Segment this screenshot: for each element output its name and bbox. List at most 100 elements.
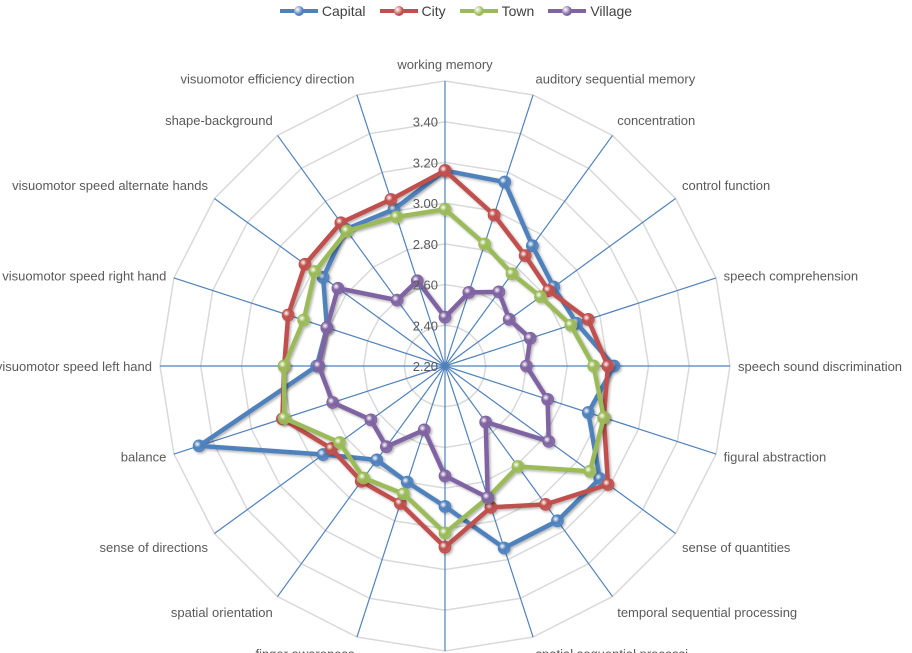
data-point-city (581, 313, 595, 326)
legend-label: Village (590, 3, 633, 19)
legend-item-capital: Capital (279, 3, 366, 19)
legend-label: City (421, 3, 446, 19)
axis-spoke (356, 94, 446, 367)
tick-label: 2.60 (413, 278, 438, 293)
data-point-capital (370, 453, 384, 467)
axis-spoke (276, 135, 446, 367)
legend-swatch (548, 6, 587, 16)
tick-label: 3.40 (413, 115, 438, 130)
data-point-city (438, 540, 452, 554)
category-label: sense of directions (100, 540, 209, 555)
data-point-village (492, 285, 506, 299)
data-point-city (539, 497, 552, 511)
category-label: figural abstraction (724, 450, 827, 465)
data-point-city (487, 208, 501, 222)
data-point-capital (551, 514, 564, 528)
data-point-village (520, 359, 533, 373)
category-label: speech comprehension (724, 268, 858, 283)
legend-swatch (459, 6, 498, 16)
data-point-village (410, 274, 424, 288)
data-point-town (340, 224, 354, 238)
legend-label: Town (501, 3, 535, 19)
data-point-village (390, 293, 404, 307)
legend: Capital City Town Village (0, 3, 912, 19)
data-point-village (379, 440, 393, 454)
category-label: shape-background (165, 113, 273, 128)
data-point-village (312, 359, 326, 373)
data-point-town (297, 313, 311, 327)
category-label: finger awareness (255, 647, 354, 653)
category-label: visuomotor efficiency direction (181, 71, 355, 86)
data-point-city (601, 478, 615, 491)
category-label: concentration (617, 113, 695, 128)
data-point-capital (525, 239, 539, 253)
legend-item-village: Village (548, 3, 632, 19)
legend-item-town: Town (459, 3, 535, 19)
data-point-village (502, 312, 516, 326)
data-point-town (583, 464, 597, 478)
data-point-town (564, 318, 578, 332)
data-point-capital (400, 475, 414, 489)
data-point-town (438, 202, 452, 216)
data-point-town (597, 411, 611, 424)
data-point-city (281, 308, 295, 322)
axis-spoke (444, 197, 676, 367)
tick-labels: 2.202.402.602.803.003.203.40 (413, 115, 438, 374)
series-group (192, 164, 621, 555)
axis-spoke (444, 365, 614, 597)
category-label: temporal sequential processing (617, 605, 797, 620)
category-label: working memory (396, 57, 493, 72)
data-point-town (438, 526, 452, 540)
data-point-city (518, 249, 532, 263)
axis-spoke (173, 365, 446, 455)
tick-label: 3.00 (413, 196, 438, 211)
axis-spoke (444, 365, 717, 455)
category-labels: working memory auditory sequential memory… (0, 57, 902, 653)
tick-label: 3.20 (413, 155, 438, 170)
data-point-village (331, 281, 345, 295)
data-point-town (397, 487, 410, 501)
tick-label: 2.20 (413, 359, 438, 374)
data-point-town (277, 359, 291, 373)
data-point-capital (497, 541, 511, 555)
data-point-town (511, 460, 525, 473)
data-point-village (523, 331, 537, 345)
data-point-village (481, 491, 495, 505)
data-point-village (364, 413, 378, 427)
category-label: auditory sequential memory (536, 71, 696, 86)
data-point-town (587, 359, 601, 373)
legend-swatch (379, 6, 418, 16)
data-point-town (333, 436, 346, 449)
data-point-town (478, 237, 492, 251)
data-point-village (326, 396, 340, 409)
data-point-town (505, 267, 519, 281)
axis-spoke (444, 365, 676, 535)
data-point-town (390, 210, 403, 224)
tick-label: 2.40 (413, 318, 438, 333)
category-label: visuomotor speed left hand (0, 359, 152, 374)
category-label: visuomotor speed right hand (2, 268, 166, 283)
axis-spoke (214, 197, 446, 367)
category-label: visuomotor speed alternate hands (12, 178, 208, 193)
data-point-village (479, 415, 493, 429)
category-label: control function (682, 178, 770, 193)
legend-swatch (279, 6, 318, 16)
data-point-village (541, 392, 555, 406)
data-point-capital (581, 406, 595, 419)
data-point-town (308, 265, 322, 278)
category-label: balance (121, 450, 167, 465)
category-label: spatial sequential processi (536, 647, 689, 653)
data-point-town (277, 411, 291, 425)
data-point-city (438, 164, 452, 177)
data-point-capital (498, 175, 512, 189)
data-point-village (438, 469, 452, 483)
category-label: spatial orientation (171, 605, 273, 620)
data-point-town (357, 471, 371, 485)
data-point-village (417, 423, 431, 437)
data-point-village (438, 310, 452, 324)
category-label: speech sound discrimination (738, 359, 902, 374)
data-point-city (298, 257, 312, 271)
series-village (312, 274, 556, 505)
axis-spoke (444, 94, 534, 367)
